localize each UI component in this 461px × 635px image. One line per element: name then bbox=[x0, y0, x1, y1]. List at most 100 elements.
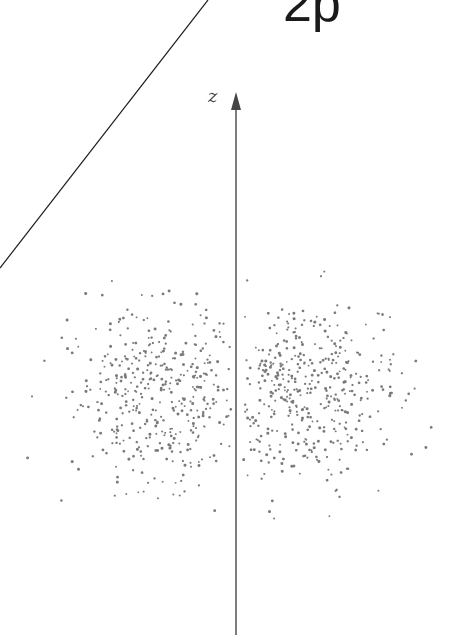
density-dot bbox=[170, 330, 172, 332]
density-dot bbox=[195, 439, 197, 441]
density-dot bbox=[280, 396, 283, 399]
density-dot bbox=[140, 455, 142, 457]
density-dot bbox=[210, 369, 213, 372]
density-dot bbox=[202, 347, 204, 349]
density-dot bbox=[131, 363, 133, 365]
density-dot bbox=[111, 364, 114, 367]
density-dot bbox=[267, 428, 270, 431]
density-dot bbox=[170, 368, 172, 370]
density-dot bbox=[195, 371, 197, 373]
density-dot bbox=[306, 407, 309, 410]
density-dot bbox=[348, 360, 350, 362]
density-dot bbox=[337, 399, 340, 402]
density-dot bbox=[319, 324, 322, 327]
density-dot bbox=[169, 447, 172, 450]
density-dot bbox=[358, 419, 361, 422]
density-dot bbox=[276, 377, 279, 380]
density-dot bbox=[150, 336, 152, 338]
density-dot bbox=[303, 354, 305, 356]
density-dot bbox=[276, 332, 278, 334]
density-dot bbox=[173, 437, 176, 440]
density-dot bbox=[154, 327, 157, 330]
density-dot bbox=[85, 390, 88, 393]
density-dot bbox=[229, 346, 231, 348]
density-dot bbox=[160, 378, 163, 381]
density-dot bbox=[85, 379, 88, 382]
density-dot bbox=[182, 474, 185, 477]
density-dot bbox=[301, 341, 303, 343]
density-dot bbox=[133, 405, 135, 407]
density-dot bbox=[309, 383, 311, 385]
density-dot bbox=[116, 476, 119, 479]
density-dot bbox=[344, 380, 347, 383]
density-dot bbox=[362, 441, 364, 443]
density-dot bbox=[324, 387, 327, 390]
density-dot bbox=[244, 411, 246, 413]
density-dot bbox=[222, 341, 225, 344]
density-dot bbox=[315, 456, 318, 459]
density-dot bbox=[209, 354, 211, 356]
density-dot bbox=[366, 397, 368, 399]
density-dot bbox=[338, 496, 340, 498]
density-dot bbox=[95, 328, 97, 330]
density-dot bbox=[271, 380, 273, 382]
density-dot bbox=[176, 382, 179, 385]
density-dot bbox=[311, 362, 314, 365]
density-dot bbox=[268, 327, 271, 330]
density-dot bbox=[177, 378, 180, 381]
density-dot bbox=[333, 377, 336, 380]
density-dot bbox=[147, 383, 149, 385]
density-dot bbox=[99, 388, 101, 390]
density-dot bbox=[127, 390, 129, 392]
density-dot bbox=[326, 394, 329, 397]
density-dot bbox=[286, 391, 288, 393]
density-dot bbox=[401, 407, 403, 409]
density-dot bbox=[339, 405, 341, 407]
density-dot bbox=[105, 379, 107, 381]
density-dot bbox=[345, 361, 348, 364]
density-dot bbox=[342, 409, 344, 411]
density-dot bbox=[143, 350, 145, 352]
density-dot bbox=[109, 328, 112, 331]
density-dot bbox=[377, 410, 379, 412]
density-dot bbox=[206, 358, 208, 360]
density-dot bbox=[135, 357, 138, 360]
density-dot bbox=[281, 373, 283, 375]
density-dot bbox=[148, 329, 151, 332]
density-dot bbox=[286, 396, 288, 398]
density-dot bbox=[203, 322, 205, 324]
density-dot bbox=[145, 352, 147, 354]
density-dot bbox=[172, 407, 175, 410]
density-dot bbox=[292, 312, 295, 315]
density-dot bbox=[389, 385, 392, 388]
density-dot bbox=[203, 425, 205, 427]
density-dot bbox=[118, 321, 120, 323]
density-dot bbox=[203, 398, 205, 400]
density-dot bbox=[121, 412, 123, 414]
density-dot bbox=[296, 388, 298, 390]
density-dot bbox=[380, 385, 383, 388]
density-dot bbox=[282, 458, 285, 461]
density-dot bbox=[289, 409, 292, 412]
density-dot bbox=[285, 340, 288, 343]
density-dot bbox=[163, 350, 165, 352]
density-dot bbox=[341, 389, 344, 392]
density-dot bbox=[390, 363, 392, 365]
density-dot bbox=[179, 451, 181, 453]
density-dot bbox=[345, 421, 347, 423]
density-dot bbox=[309, 416, 312, 419]
density-dot bbox=[148, 433, 151, 436]
density-dot bbox=[337, 355, 339, 357]
density-dot bbox=[407, 392, 410, 395]
density-dot bbox=[342, 337, 344, 339]
density-dot bbox=[180, 480, 182, 482]
density-dot bbox=[291, 428, 294, 431]
density-dot bbox=[149, 436, 151, 438]
density-dot bbox=[196, 377, 198, 379]
density-dot bbox=[328, 401, 331, 404]
density-dot bbox=[365, 375, 368, 378]
density-dot bbox=[205, 343, 207, 345]
density-dot bbox=[263, 403, 265, 405]
density-dot bbox=[287, 380, 289, 382]
density-dot bbox=[222, 323, 224, 325]
